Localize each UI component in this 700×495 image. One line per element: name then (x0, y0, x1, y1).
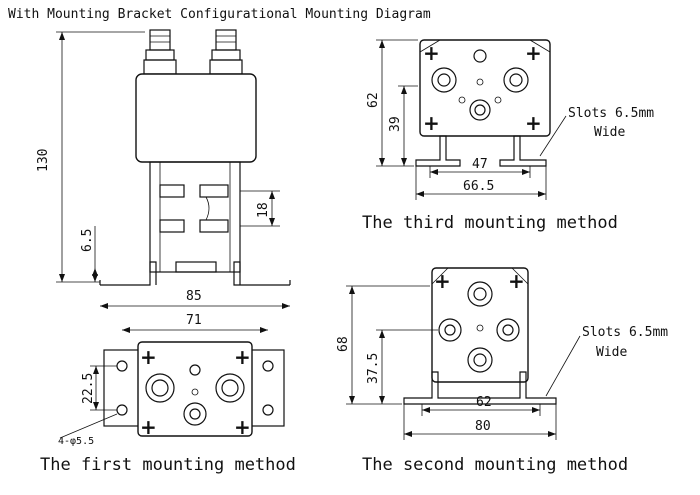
second-overall-width-label: 80 (475, 419, 491, 434)
first-method-caption: The first mounting method (40, 455, 296, 475)
svg-text:+: + (234, 345, 251, 369)
third-method-view: + + + + 62 39 47 66.5 Slots (362, 39, 654, 233)
svg-text:+: + (434, 269, 451, 293)
svg-text:+: + (234, 415, 251, 439)
second-mid-height-label: 37.5 (366, 353, 381, 384)
third-overall-width-label: 66.5 (463, 179, 494, 194)
third-mid-height-label: 39 (388, 116, 403, 132)
third-method-caption: The third mounting method (362, 213, 618, 233)
second-slots-line1: Slots 6.5mm (582, 325, 668, 340)
third-slots-line2: Wide (594, 125, 625, 140)
first-vertical-label: 22.5 (81, 373, 96, 404)
first-hole-spacing-label: 71 (186, 313, 202, 328)
second-inner-width-label: 62 (476, 395, 492, 410)
third-height-label: 62 (366, 92, 381, 108)
side-height-label: 130 (36, 149, 51, 172)
svg-text:+: + (423, 111, 440, 135)
third-inner-width-label: 47 (472, 157, 488, 172)
second-method-view: + + 68 37.5 62 80 Slots 6.5mm Wide (336, 267, 668, 475)
second-method-caption: The second mounting method (362, 455, 628, 475)
side-terminal-gap-label: 18 (256, 202, 271, 218)
svg-text:+: + (140, 345, 157, 369)
svg-text:+: + (508, 269, 525, 293)
svg-text:+: + (525, 111, 542, 135)
third-slots-line1: Slots 6.5mm (568, 106, 654, 121)
side-view: 130 6.5 18 (36, 29, 291, 286)
first-overall-width-label: 85 (186, 289, 202, 304)
svg-text:+: + (525, 41, 542, 65)
side-base-offset-label: 6.5 (80, 229, 95, 252)
second-slots-line2: Wide (596, 345, 627, 360)
first-method-view: 85 71 + + + + 22.5 4-φ5.5 Th (40, 289, 296, 475)
diagram-title: With Mounting Bracket Configurational Mo… (8, 7, 431, 22)
svg-text:+: + (140, 415, 157, 439)
second-height-label: 68 (336, 336, 351, 352)
first-holes-label: 4-φ5.5 (58, 436, 94, 447)
svg-text:+: + (423, 41, 440, 65)
